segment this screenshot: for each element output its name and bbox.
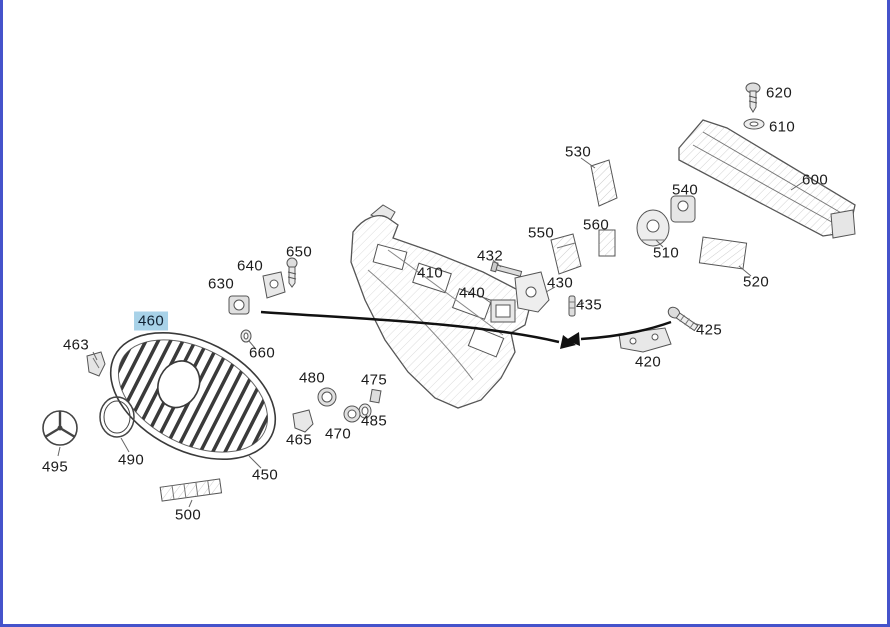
star-badge-495-drawing bbox=[42, 410, 78, 446]
clip-463-drawing bbox=[86, 351, 106, 377]
bracket-550-drawing bbox=[550, 233, 582, 275]
bracket-640-drawing bbox=[262, 271, 286, 299]
bracket-420-drawing bbox=[618, 327, 672, 353]
ring-490-drawing bbox=[99, 396, 135, 438]
pointer-arrow-right bbox=[566, 320, 672, 346]
pointer-arrow-left bbox=[260, 310, 576, 349]
strip-500-drawing bbox=[159, 478, 223, 502]
leader-lines bbox=[57, 157, 804, 508]
bracket-430-drawing bbox=[514, 271, 550, 313]
screw-620-drawing bbox=[745, 82, 761, 113]
sensor-540-drawing bbox=[670, 195, 696, 223]
grommet-660-drawing bbox=[240, 329, 252, 343]
clip-475-drawing bbox=[369, 388, 382, 404]
pin-435-drawing bbox=[568, 295, 576, 317]
sensor-480-drawing bbox=[317, 387, 337, 407]
grommet-485-drawing bbox=[358, 403, 372, 419]
bracket-520-drawing bbox=[698, 236, 748, 270]
bracket-560-drawing bbox=[598, 229, 616, 257]
diagram-artwork bbox=[42, 82, 856, 508]
camera-630-drawing bbox=[228, 295, 250, 315]
screw-650-drawing bbox=[286, 257, 298, 288]
bracket-530-drawing bbox=[590, 159, 618, 207]
bracket-465-drawing bbox=[292, 409, 314, 433]
grille-450-drawing bbox=[99, 316, 287, 476]
pin-432-drawing bbox=[490, 261, 523, 277]
bracket-510-drawing bbox=[636, 209, 670, 247]
sensor-470-drawing bbox=[343, 405, 361, 423]
washer-610-drawing bbox=[743, 118, 765, 130]
sensor-440-drawing bbox=[490, 299, 516, 323]
bumper-carrier-410-drawing bbox=[350, 204, 532, 409]
screw-425-drawing bbox=[667, 306, 699, 332]
rail-600-drawing bbox=[678, 119, 856, 239]
